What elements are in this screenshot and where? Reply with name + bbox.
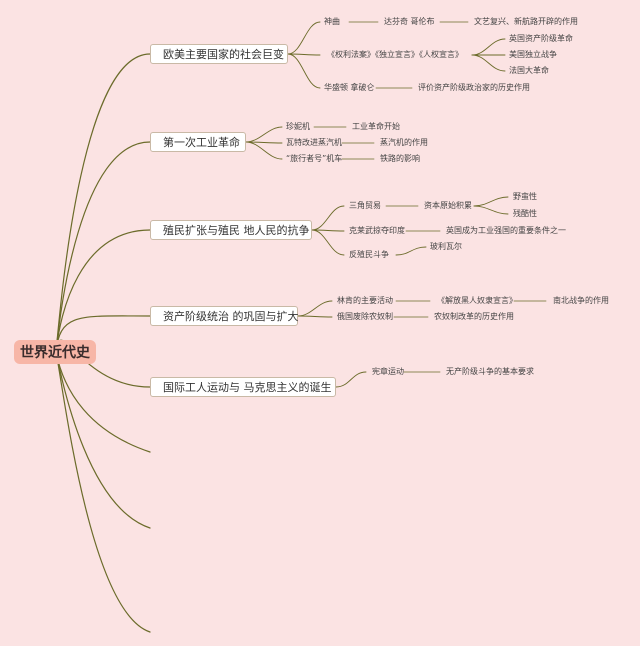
node-cruel[interactable]: 残酷性 bbox=[513, 209, 537, 218]
topic-label: 国际工人运动与 马克思主义的诞生 bbox=[163, 381, 332, 394]
root-branch-empty bbox=[55, 351, 151, 529]
branch-t1a bbox=[287, 21, 321, 55]
root-branch-empty bbox=[55, 351, 151, 633]
node-evaluate-politicians[interactable]: 评价资产阶级政治家的历史作用 bbox=[418, 83, 530, 92]
node-triangle-trade[interactable]: 三角贸易 bbox=[349, 201, 381, 210]
node-lincoln[interactable]: 林肯的主要活动 bbox=[337, 296, 393, 305]
topic-industrial-revolution[interactable]: 第一次工业革命 bbox=[150, 132, 246, 152]
node-civil-war[interactable]: 南北战争的作用 bbox=[553, 296, 609, 305]
branch-t5a bbox=[335, 371, 367, 388]
node-proletarian-demands[interactable]: 无产阶级斗争的基本要求 bbox=[446, 367, 534, 376]
node-rocket[interactable]: “旅行者号”机车 bbox=[286, 154, 343, 163]
root-node[interactable]: 世界近代史 bbox=[14, 340, 96, 364]
topic-colonial-expansion[interactable]: 殖民扩张与殖民 地人民的抗争 bbox=[150, 220, 312, 240]
branch-t4b bbox=[297, 315, 333, 318]
root-label: 世界近代史 bbox=[20, 345, 90, 361]
node-steam-effect[interactable]: 蒸汽机的作用 bbox=[380, 138, 428, 147]
node-serfdom[interactable]: 俄国废除农奴制 bbox=[337, 312, 393, 321]
node-reform[interactable]: 农奴制改革的历史作用 bbox=[434, 312, 514, 321]
branch-t3c bbox=[311, 229, 345, 256]
topic-workers-movement[interactable]: 国际工人运动与 马克思主义的诞生 bbox=[150, 377, 336, 397]
link bbox=[395, 246, 427, 256]
node-renaissance-effect[interactable]: 文艺复兴、新航路开辟的作用 bbox=[474, 17, 578, 26]
root-branch-empty bbox=[55, 351, 151, 453]
root-branch bbox=[55, 229, 151, 353]
node-clive[interactable]: 克莱武掠夺印度 bbox=[349, 226, 405, 235]
branch-t3a bbox=[311, 205, 345, 231]
node-bolivar[interactable]: 玻利瓦尔 bbox=[430, 242, 462, 251]
node-divine-comedy[interactable]: 神曲 bbox=[324, 17, 340, 26]
node-emancipation[interactable]: 《解放黑人奴隶宣言》 bbox=[437, 296, 517, 305]
node-industrial-power[interactable]: 英国成为工业强国的重要条件之一 bbox=[446, 226, 566, 235]
link bbox=[471, 54, 506, 72]
link bbox=[471, 38, 506, 56]
branch-t4a bbox=[297, 300, 333, 317]
node-jenny[interactable]: 珍妮机 bbox=[286, 122, 310, 131]
node-english-revolution[interactable]: 英国资产阶级革命 bbox=[509, 34, 573, 43]
root-branch bbox=[55, 53, 151, 353]
node-davinci-columbus[interactable]: 达芬奇 哥伦布 bbox=[384, 17, 435, 26]
root-branch bbox=[55, 141, 151, 353]
topic-label: 欧美主要国家的社会巨变 bbox=[163, 48, 284, 61]
node-french-revolution[interactable]: 法国大革命 bbox=[509, 66, 549, 75]
node-revolution-start[interactable]: 工业革命开始 bbox=[352, 122, 400, 131]
node-documents[interactable]: 《权利法案》《独立宣言》《人权宣言》 bbox=[327, 50, 463, 59]
topic-label: 第一次工业革命 bbox=[163, 136, 240, 149]
link bbox=[473, 196, 509, 207]
branch-t1c bbox=[287, 53, 321, 89]
topic-label: 殖民扩张与殖民 地人民的抗争 bbox=[163, 224, 310, 237]
node-washington-napoleon[interactable]: 华盛顿 拿破仑 bbox=[324, 83, 375, 92]
topic-label: 资产阶级统治 的巩固与扩大 bbox=[163, 310, 299, 323]
branch-t2c bbox=[245, 141, 283, 160]
node-american-independence[interactable]: 美国独立战争 bbox=[509, 50, 557, 59]
topic-bourgeois-rule[interactable]: 资产阶级统治 的巩固与扩大 bbox=[150, 306, 299, 326]
link bbox=[473, 205, 509, 215]
branch-t1b bbox=[287, 53, 321, 56]
branch-t2a bbox=[245, 126, 283, 143]
node-primitive-accumulation[interactable]: 资本原始积累 bbox=[424, 201, 472, 210]
node-anti-colonial[interactable]: 反殖民斗争 bbox=[349, 250, 389, 259]
node-watt[interactable]: 瓦特改进蒸汽机 bbox=[286, 138, 342, 147]
topic-social-change[interactable]: 欧美主要国家的社会巨变 bbox=[150, 44, 288, 64]
node-chartism[interactable]: 宪章运动 bbox=[372, 367, 404, 376]
node-railway-impact[interactable]: 铁路的影响 bbox=[380, 154, 420, 163]
node-barbaric[interactable]: 野蛮性 bbox=[513, 192, 537, 201]
